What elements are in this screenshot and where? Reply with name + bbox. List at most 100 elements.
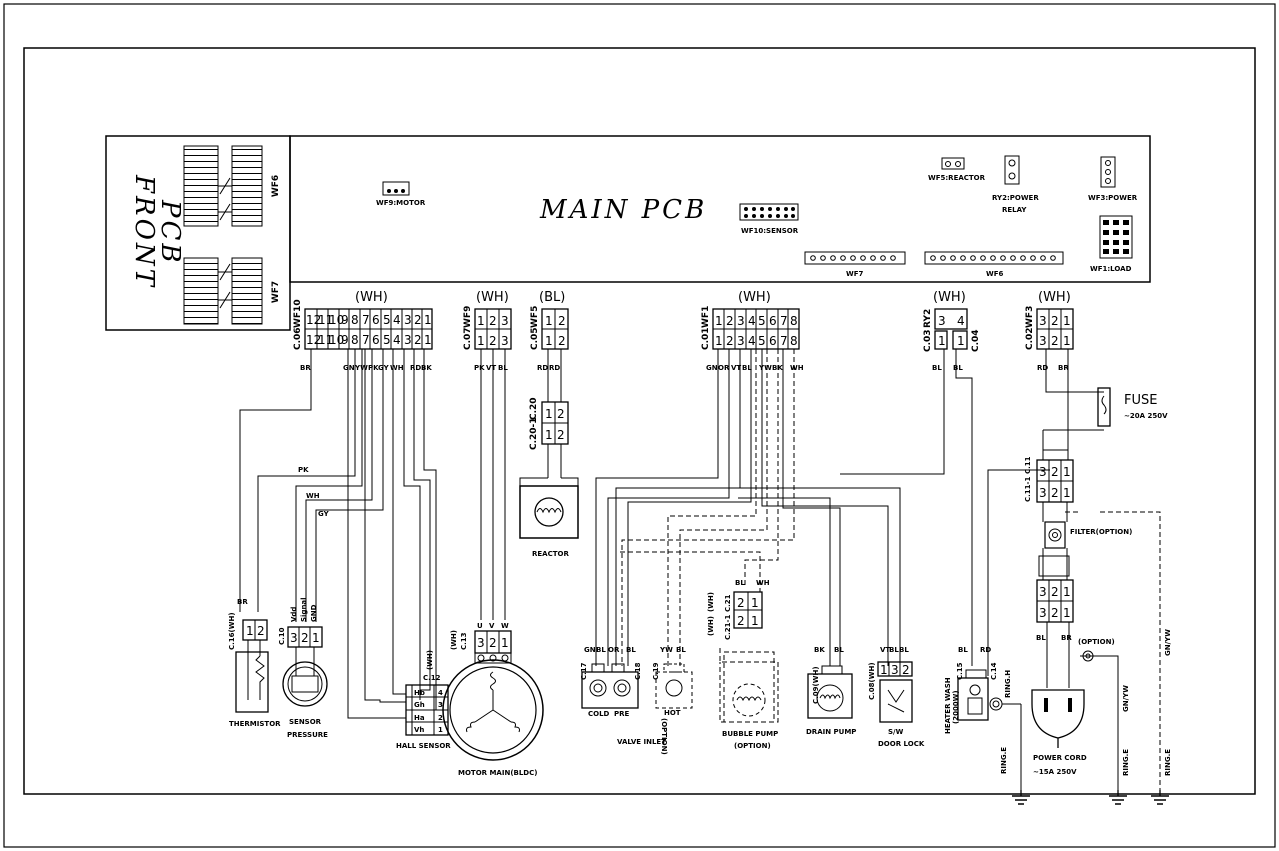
svg-text:VT: VT bbox=[880, 646, 890, 654]
svg-text:5: 5 bbox=[758, 314, 766, 328]
svg-text:FUSE: FUSE bbox=[1124, 393, 1157, 408]
svg-text:BL: BL bbox=[953, 364, 963, 372]
svg-text:WH: WH bbox=[390, 364, 404, 372]
svg-text:1: 1 bbox=[477, 314, 485, 328]
svg-text:3: 3 bbox=[290, 631, 298, 645]
svg-text:U: U bbox=[477, 622, 483, 630]
svg-text:2: 2 bbox=[414, 333, 422, 347]
svg-text:RING.E: RING.E bbox=[1164, 749, 1172, 776]
svg-text:2: 2 bbox=[301, 631, 309, 645]
svg-text:11: 11 bbox=[318, 313, 333, 327]
svg-text:3: 3 bbox=[501, 314, 509, 328]
svg-text:VALVE INLET: VALVE INLET bbox=[617, 738, 666, 746]
wf10-sensor-label: WF10:SENSOR bbox=[741, 227, 799, 235]
svg-text:2: 2 bbox=[726, 314, 734, 328]
svg-text:1: 1 bbox=[715, 314, 723, 328]
svg-text:SENSOR: SENSOR bbox=[289, 718, 322, 726]
svg-text:6: 6 bbox=[769, 314, 777, 328]
svg-text:1: 1 bbox=[957, 334, 965, 348]
svg-text:2: 2 bbox=[726, 334, 734, 348]
svg-text:4: 4 bbox=[957, 314, 965, 328]
svg-text:BL: BL bbox=[1036, 634, 1046, 642]
svg-text:RD: RD bbox=[537, 364, 548, 372]
svg-text:C.11: C.11 bbox=[1024, 456, 1032, 474]
svg-text:PRESSURE: PRESSURE bbox=[287, 731, 328, 739]
svg-text:PK: PK bbox=[298, 466, 309, 474]
wf9-motor-label: WF9:MOTOR bbox=[376, 199, 426, 207]
svg-text:C.21: C.21 bbox=[724, 594, 732, 612]
svg-text:(WH): (WH) bbox=[707, 592, 715, 612]
svg-text:C.17: C.17 bbox=[580, 662, 588, 680]
svg-text:HALL SENSOR: HALL SENSOR bbox=[396, 742, 451, 750]
svg-text:HOT: HOT bbox=[664, 709, 681, 717]
svg-text:WH: WH bbox=[756, 579, 770, 587]
svg-text:9: 9 bbox=[341, 333, 349, 347]
svg-text:1: 1 bbox=[1063, 486, 1071, 500]
svg-text:(WH): (WH) bbox=[1038, 290, 1071, 305]
svg-text:MOTOR MAIN(BLDC): MOTOR MAIN(BLDC) bbox=[458, 769, 537, 777]
svg-text:7: 7 bbox=[780, 334, 788, 348]
svg-text:1: 1 bbox=[545, 314, 553, 328]
svg-text:2: 2 bbox=[1051, 486, 1059, 500]
svg-text:WH: WH bbox=[790, 364, 804, 372]
svg-text:C.20-1: C.20-1 bbox=[529, 417, 539, 450]
hall-sensor: (WH) C.12 Hb Gh Ha Vh 4 3 2 1 HALL SENSO… bbox=[396, 650, 451, 750]
svg-text:1: 1 bbox=[1063, 465, 1071, 479]
svg-text:C.16(WH): C.16(WH) bbox=[228, 612, 236, 650]
svg-text:3: 3 bbox=[1039, 314, 1047, 328]
svg-text:BL: BL bbox=[958, 646, 968, 654]
svg-text:GN: GN bbox=[343, 364, 355, 372]
svg-text:3: 3 bbox=[1039, 585, 1047, 599]
svg-text:8: 8 bbox=[790, 334, 798, 348]
valve-hot: YW BL C.19 HOT (OPTION) bbox=[652, 646, 693, 755]
svg-text:C.19: C.19 bbox=[652, 662, 660, 680]
svg-text:1: 1 bbox=[1063, 606, 1071, 620]
svg-text:(OPTION): (OPTION) bbox=[1078, 638, 1115, 646]
svg-text:REACTOR: REACTOR bbox=[532, 550, 569, 558]
svg-text:2: 2 bbox=[1051, 585, 1059, 599]
svg-text:C.07: C.07 bbox=[463, 327, 473, 350]
svg-text:4: 4 bbox=[748, 334, 756, 348]
svg-text:1: 1 bbox=[545, 428, 553, 442]
svg-text:(OPTION): (OPTION) bbox=[660, 718, 668, 755]
svg-text:W: W bbox=[501, 622, 509, 630]
svg-text:12: 12 bbox=[306, 313, 321, 327]
svg-text:2: 2 bbox=[1051, 314, 1059, 328]
svg-text:(2000W): (2000W) bbox=[952, 690, 960, 724]
svg-text:WH: WH bbox=[306, 492, 320, 500]
svg-text:2: 2 bbox=[558, 314, 566, 328]
svg-text:BL: BL bbox=[596, 646, 606, 654]
svg-text:C.13: C.13 bbox=[460, 632, 468, 650]
dashed-wires bbox=[620, 349, 1161, 792]
svg-text:BK: BK bbox=[814, 646, 825, 654]
svg-text:(BL): (BL) bbox=[539, 290, 565, 305]
main-pcb: MAIN PCB WF9:MOTOR WF10:SENSOR WF5:REACT… bbox=[289, 135, 1151, 283]
wf7-side-label: WF7 bbox=[271, 281, 281, 303]
svg-text:9: 9 bbox=[341, 313, 349, 327]
svg-text:5: 5 bbox=[758, 334, 766, 348]
svg-text:(WH): (WH) bbox=[707, 616, 715, 636]
svg-text:1: 1 bbox=[424, 333, 432, 347]
svg-text:2: 2 bbox=[558, 334, 566, 348]
svg-text:C.15: C.15 bbox=[956, 662, 964, 680]
svg-text:RD: RD bbox=[1037, 364, 1048, 372]
svg-text:Ha: Ha bbox=[414, 714, 425, 722]
svg-text:2: 2 bbox=[557, 407, 565, 421]
svg-text:3: 3 bbox=[737, 314, 745, 328]
svg-text:C.10: C.10 bbox=[278, 627, 286, 645]
svg-text:11: 11 bbox=[318, 333, 333, 347]
svg-text:4: 4 bbox=[393, 333, 401, 347]
svg-text:WF5: WF5 bbox=[530, 306, 540, 328]
svg-text:WF9: WF9 bbox=[463, 306, 473, 328]
svg-text:COLD: COLD bbox=[588, 710, 610, 718]
svg-text:C.02: C.02 bbox=[1025, 327, 1035, 350]
svg-text:8: 8 bbox=[351, 333, 359, 347]
ry2-label-2: RELAY bbox=[1002, 206, 1027, 214]
svg-text:BL: BL bbox=[498, 364, 508, 372]
front-pcb-line2: PCB bbox=[155, 199, 185, 266]
